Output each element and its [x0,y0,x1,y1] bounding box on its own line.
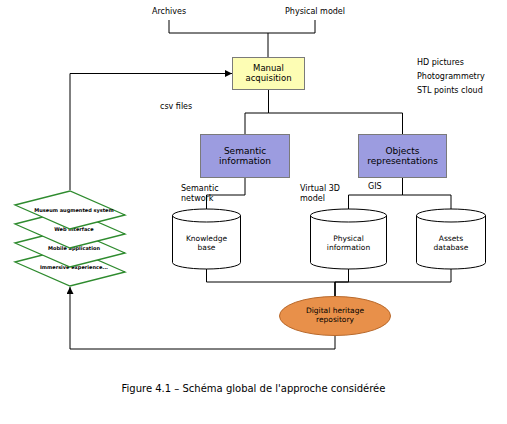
source-line [169,33,315,34]
format-label: STL points cloud [417,86,483,96]
format-label: Virtual 3D model [300,184,348,203]
cylinder-body [417,209,486,269]
connector [207,178,246,209]
format-label: HD pictures [417,58,464,68]
process-box: Manual acquisition [232,57,305,90]
connector [403,178,452,209]
node-label: Digital heritage repository [297,307,373,324]
cylinder-rim [173,216,241,223]
cylinder-body [173,209,241,269]
connector [207,269,336,296]
connector [335,269,451,296]
cylinder-rim [311,216,387,223]
node-label: Museum augmented system [34,208,113,214]
process-box: Objects representations [358,134,447,178]
connector [335,269,349,296]
storage-cylinder: Assets database [416,209,486,269]
node-label: Objects representations [362,146,443,167]
source-label: Physical model [285,7,345,17]
figure-caption: Figure 4.1 – Schéma global de l'approche… [0,383,507,394]
connector [245,90,269,134]
node-text: Knowledge base [172,209,241,269]
format-label: csv files [160,102,192,112]
node-label: Manual acquisition [236,64,301,84]
connector [349,178,403,209]
source-line [169,20,170,33]
node-text: Semantic information [201,135,289,177]
node-text: Objects representations [359,135,446,177]
format-label: GIS [368,182,382,192]
repository-ellipse: Digital heritage repository [279,296,391,336]
cylinder-body [311,209,387,269]
node-label: Semantic information [204,146,286,167]
cylinder-rim [417,216,486,223]
source-line [315,20,316,33]
process-box: Semantic information [200,134,290,178]
format-label: Semantic network [181,184,225,203]
node-label: Physical information [316,235,381,252]
format-label: Photogrammetry [417,72,485,82]
source-line [268,33,269,57]
storage-cylinder: Physical information [310,209,387,269]
node-label: Knowledge base [178,235,235,252]
node-text: Assets database [416,209,486,269]
source-label: Archives [152,7,186,17]
repository-shape [280,297,391,336]
node-text: Physical information [310,209,387,269]
layer-plane [15,248,125,286]
node-text: Manual acquisition [233,58,304,89]
storage-cylinder: Knowledge base [172,209,241,269]
node-text: Digital heritage repository [279,296,391,336]
connector [70,287,335,349]
node-label: Assets database [422,235,480,252]
connector [269,90,403,134]
node-text: Museum augmented system [14,190,126,230]
interface-layer: Museum augmented system [14,190,126,230]
connector [70,74,232,191]
